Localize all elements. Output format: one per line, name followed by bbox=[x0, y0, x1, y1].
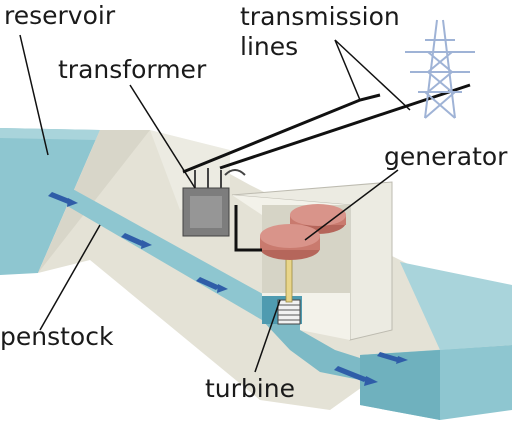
turbine bbox=[262, 257, 302, 325]
generator-label: generator bbox=[384, 142, 508, 171]
transformer bbox=[182, 168, 246, 237]
penstock-label: penstock bbox=[0, 322, 114, 351]
turbine-label: turbine bbox=[205, 374, 295, 403]
flow-arrows bbox=[48, 192, 408, 386]
transformer-label: transformer bbox=[58, 55, 207, 84]
tailrace-water bbox=[360, 262, 512, 420]
generator bbox=[260, 204, 346, 260]
transmission-tower-icon bbox=[405, 19, 475, 119]
lines-label: lines bbox=[240, 32, 298, 61]
reservoir-label: reservoir bbox=[4, 1, 116, 30]
reservoir-water bbox=[0, 128, 100, 275]
leader-lines bbox=[19, 34, 411, 373]
transmission-label: transmission bbox=[240, 2, 400, 31]
